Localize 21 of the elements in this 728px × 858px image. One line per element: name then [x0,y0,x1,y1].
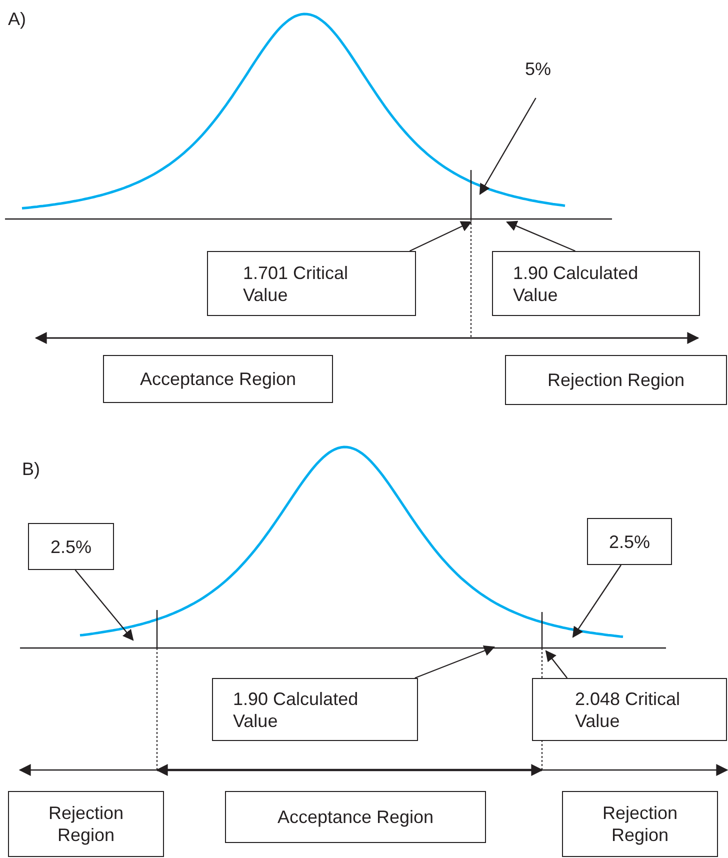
leader-arrow [506,220,576,252]
label-box: 1.90 Calculated Value [492,251,700,316]
leader-arrow [74,570,134,641]
label-box: 2.5% [28,523,114,570]
label-box: Acceptance Region [225,791,486,843]
leader-arrow [409,221,472,252]
label-box: Rejection Region [8,791,164,857]
leader-arrow [479,98,536,195]
percentage-label: 5% [524,58,551,80]
leader-arrow [572,564,622,638]
panel-label: B) [22,458,40,480]
label-box: Acceptance Region [103,355,333,403]
label-box: 2.5% [587,518,672,565]
label-box: 1.701 Critical Value [207,251,416,316]
leader-arrow [545,650,568,678]
label-box: 1.90 Calculated Value [212,678,418,741]
label-box: Rejection Region [562,791,718,857]
panel-label: A) [8,8,26,30]
label-box: Rejection Region [505,355,727,405]
leader-arrow [414,646,496,679]
label-box: 2.048 Critical Value [532,678,727,741]
